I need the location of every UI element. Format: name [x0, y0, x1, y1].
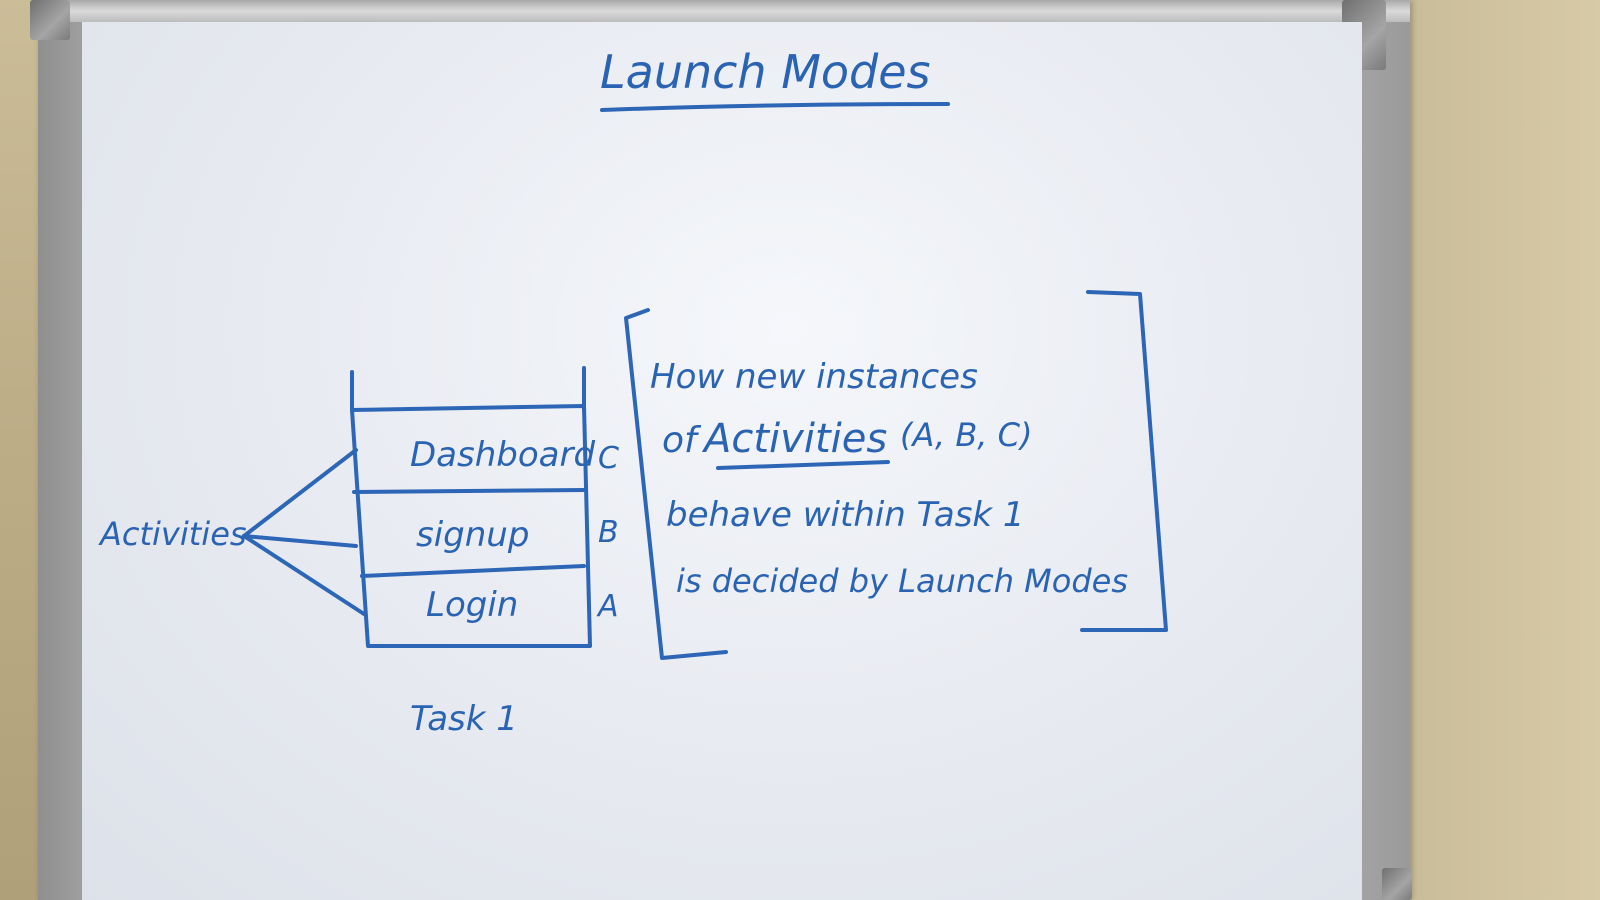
- note-line-2-activities: Activities: [701, 416, 887, 462]
- activity-signup: signup: [416, 515, 529, 555]
- note-line-2-prefix: of: [662, 420, 702, 461]
- activity-letter-c: C: [598, 441, 619, 476]
- connector-to-dashboard: [242, 448, 358, 538]
- launch-mode-note: How new instances of Activities (A, B, C…: [624, 290, 1168, 660]
- stack-divider-2: [360, 564, 586, 578]
- note-left-bracket: [624, 308, 728, 660]
- connector-to-login: [242, 534, 366, 616]
- activity-login: Login: [426, 585, 518, 625]
- whiteboard-frame-top: [38, 0, 1410, 22]
- connector-to-signup: [242, 534, 358, 548]
- board-title: Launch Modes: [600, 45, 931, 99]
- frame-corner-bottom-right: [1382, 868, 1412, 900]
- note-line-4: is decided by Launch Modes: [676, 562, 1128, 600]
- activities-side-label: Activities: [98, 515, 247, 553]
- activity-letter-a: A: [596, 589, 619, 624]
- note-line-1: How new instances: [650, 357, 978, 397]
- task-stack: Dashboard signup Login C B A: [350, 366, 619, 648]
- activities-underline: [716, 460, 890, 470]
- title-underline: [600, 102, 950, 112]
- note-line-3: behave within Task 1: [666, 495, 1025, 535]
- wall-right-section: [1400, 0, 1600, 900]
- whiteboard-surface: [82, 22, 1362, 900]
- note-line-2-suffix: (A, B, C): [900, 416, 1032, 454]
- stack-divider-1: [352, 488, 588, 494]
- activity-letter-b: B: [598, 515, 619, 550]
- task-label: Task 1: [410, 699, 518, 739]
- stack-outline: [350, 404, 592, 648]
- activity-dashboard: Dashboard: [410, 435, 595, 475]
- frame-corner-top-left: [30, 0, 70, 40]
- note-right-bracket: [1080, 290, 1168, 632]
